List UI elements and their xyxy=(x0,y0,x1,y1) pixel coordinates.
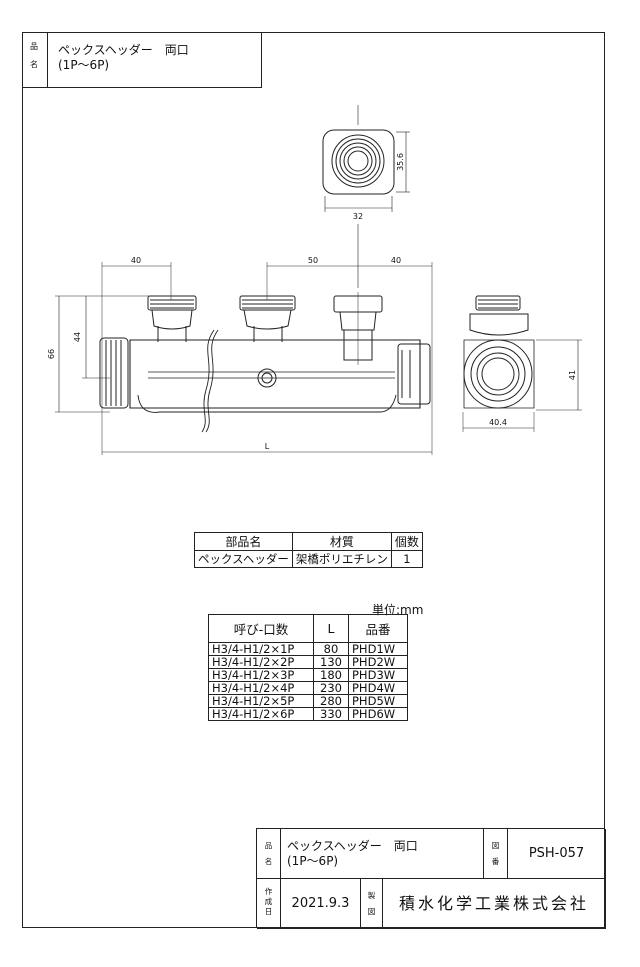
tb-company: 積水化学工業株式会社 xyxy=(383,879,606,929)
port-2 xyxy=(239,295,296,342)
parts-header-name: 部品名 xyxy=(194,532,293,551)
size-cell-part-no: PHD6W xyxy=(348,707,408,721)
dim-top-width: 32 xyxy=(353,212,363,221)
dim-length: L xyxy=(265,442,270,451)
product-name-box: 品 名 ペックスヘッダー 両口 (1P〜6P) xyxy=(22,32,262,88)
size-cell-length: 280 xyxy=(313,694,349,708)
size-header-designation: 呼び-口数 xyxy=(208,614,314,643)
size-cell-designation: H3/4-H1/2×2P xyxy=(208,655,314,669)
size-cell-length: 230 xyxy=(313,681,349,695)
product-name: ペックスヘッダー 両口 (1P〜6P) xyxy=(58,43,189,73)
port-1 xyxy=(147,295,197,342)
parts-table: 部品名 材質 個数 ペックスヘッダー 架橋ポリエチレン 1 xyxy=(194,532,423,568)
dim-pitch-middle: 50 xyxy=(308,256,318,265)
size-cell-part-no: PHD3W xyxy=(348,668,408,682)
tb-drawing-no-char-1: 図 xyxy=(491,841,500,850)
parts-cell-qty: 1 xyxy=(390,550,423,568)
table-row: H3/4-H1/2×3P 180 PHD3W xyxy=(208,668,408,682)
dim-side-width: 40.4 xyxy=(489,418,507,427)
parts-cell-material: 架橋ポリエチレン xyxy=(291,550,392,568)
tb-drawing-no: PSH-057 xyxy=(508,829,606,879)
tb-name-label: 品 名 xyxy=(257,829,281,879)
tb-created-char-2: 成 xyxy=(264,897,273,906)
tb-created-date: 2021.9.3 xyxy=(281,879,361,929)
dim-top-height: 35.6 xyxy=(396,153,405,171)
tb-name-label-char-1: 品 xyxy=(264,841,273,850)
size-cell-length: 180 xyxy=(313,668,349,682)
title-block: 品 名 ペックスヘッダー 両口 (1P〜6P) 図 番 PSH-057 作 成 … xyxy=(256,828,606,929)
drawing-sheet-border xyxy=(22,32,605,928)
size-header-length: L xyxy=(313,614,349,643)
parts-cell-name: ペックスヘッダー xyxy=(194,550,293,568)
dim-pitch-left: 40 xyxy=(131,256,141,265)
name-label-char-1: 品 xyxy=(30,42,38,51)
tb-maker-label: 製 図 xyxy=(361,879,383,929)
dim-pitch-right: 40 xyxy=(391,256,401,265)
port-3 xyxy=(333,292,383,365)
name-label: 品 名 xyxy=(22,32,48,87)
size-cell-designation: H3/4-H1/2×3P xyxy=(208,668,314,682)
table-row: ペックスヘッダー 架橋ポリエチレン 1 xyxy=(194,550,423,568)
size-cell-length: 80 xyxy=(313,642,349,656)
size-table: 呼び-口数 L 品番 H3/4-H1/2×1P 80 PHD1W H3/4-H1… xyxy=(208,614,408,721)
size-cell-part-no: PHD2W xyxy=(348,655,408,669)
product-name-line1: ペックスヘッダー 両口 xyxy=(58,43,189,57)
size-header-part-no: 品番 xyxy=(348,614,408,643)
tb-created-label: 作 成 日 xyxy=(257,879,281,929)
unit-label: 単位:mm xyxy=(372,603,424,617)
name-label-char-2: 名 xyxy=(30,60,38,69)
valve-knob xyxy=(257,368,277,388)
tb-product-name: ペックスヘッダー 両口 (1P〜6P) xyxy=(281,829,484,879)
dim-height-total: 66 xyxy=(47,349,56,359)
product-name-line2: (1P〜6P) xyxy=(58,58,110,72)
side-view: 41 40.4 xyxy=(462,295,582,432)
size-cell-part-no: PHD5W xyxy=(348,694,408,708)
table-row: H3/4-H1/2×1P 80 PHD1W xyxy=(208,642,408,656)
table-row: H3/4-H1/2×2P 130 PHD2W xyxy=(208,655,408,669)
tb-product-line1: ペックスヘッダー 両口 xyxy=(287,839,418,853)
tb-maker-char-2: 図 xyxy=(367,907,376,916)
size-cell-designation: H3/4-H1/2×5P xyxy=(208,694,314,708)
top-view: 35.6 32 xyxy=(322,105,410,221)
parts-header-material: 材質 xyxy=(291,532,392,551)
tb-name-label-char-2: 名 xyxy=(264,857,273,866)
front-view: 40 50 40 44 66 xyxy=(47,256,433,455)
tb-drawing-no-char-2: 番 xyxy=(491,857,500,866)
dim-height-inner: 44 xyxy=(73,332,82,342)
dim-side-height: 41 xyxy=(568,370,577,380)
size-cell-designation: H3/4-H1/2×6P xyxy=(208,707,314,721)
size-cell-part-no: PHD4W xyxy=(348,681,408,695)
table-row: H3/4-H1/2×4P 230 PHD4W xyxy=(208,681,408,695)
table-row: H3/4-H1/2×6P 330 PHD6W xyxy=(208,707,408,721)
parts-header-qty: 個数 xyxy=(390,532,423,551)
size-cell-length: 330 xyxy=(313,707,349,721)
size-cell-part-no: PHD1W xyxy=(348,642,408,656)
tb-created-char-3: 日 xyxy=(264,907,273,916)
size-cell-designation: H3/4-H1/2×4P xyxy=(208,681,314,695)
tb-product-line2: (1P〜6P) xyxy=(287,854,339,868)
tb-maker-char-1: 製 xyxy=(367,891,376,900)
tb-drawing-no-label: 図 番 xyxy=(484,829,508,879)
size-cell-length: 130 xyxy=(313,655,349,669)
table-row: H3/4-H1/2×5P 280 PHD5W xyxy=(208,694,408,708)
size-cell-designation: H3/4-H1/2×1P xyxy=(208,642,314,656)
tb-created-char-1: 作 xyxy=(264,887,273,896)
